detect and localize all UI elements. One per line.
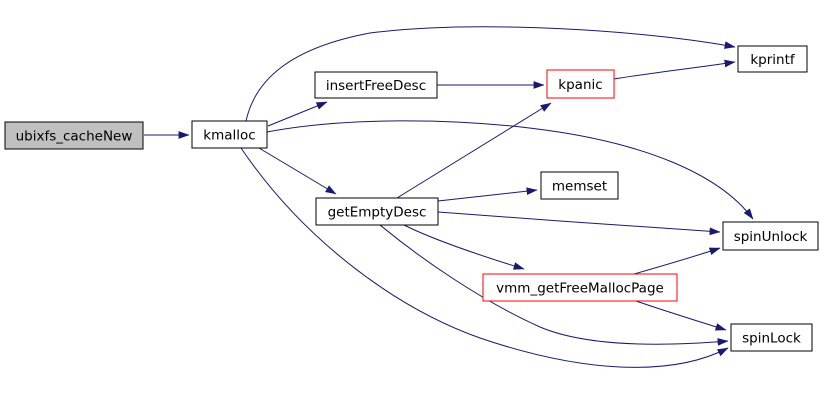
node-insertFreeDesc[interactable]: insertFreeDesc (314, 71, 438, 99)
node-label-spinUnlock: spinUnlock (734, 229, 808, 245)
edge-vmm_getFreeMallocPage-to-spinLock (635, 300, 727, 331)
node-kpanic[interactable]: kpanic (546, 69, 615, 99)
node-label-insertFreeDesc: insertFreeDesc (326, 78, 426, 94)
node-label-ubixfs_cacheNew: ubixfs_cacheNew (16, 129, 133, 145)
edge-layer (144, 26, 754, 368)
node-label-getEmptyDesc: getEmptyDesc (328, 205, 427, 221)
edge-kmalloc-to-spinUnlock (266, 120, 754, 220)
edge-getEmptyDesc-to-vmm_getFreeMallocPage (403, 224, 525, 270)
node-label-vmm_getFreeMallocPage: vmm_getFreeMallocPage (496, 281, 664, 297)
node-box-kprintf[interactable] (737, 45, 808, 73)
node-label-spinLock: spinLock (742, 331, 801, 347)
node-box-vmm_getFreeMallocPage[interactable] (482, 273, 678, 302)
node-box-insertFreeDesc[interactable] (314, 71, 438, 99)
node-box-getEmptyDesc[interactable] (315, 197, 439, 226)
edge-getEmptyDesc-to-memset (437, 187, 538, 202)
edge-vmm_getFreeMallocPage-to-spinUnlock (633, 247, 721, 275)
node-box-kmalloc[interactable] (191, 120, 268, 149)
node-vmm_getFreeMallocPage[interactable]: vmm_getFreeMallocPage (482, 273, 678, 302)
node-box-spinLock[interactable] (730, 323, 813, 352)
edge-kpanic-to-kprintf (613, 59, 736, 80)
edge-kmalloc-to-getEmptyDesc (258, 147, 337, 195)
edge-kmalloc-to-insertFreeDesc (267, 101, 328, 127)
node-layer: ubixfs_cacheNew kmalloc insertFreeDesc kpan… (4, 45, 819, 352)
node-box-kpanic[interactable] (546, 69, 615, 99)
edge-getEmptyDesc-to-spinLock (379, 224, 729, 346)
node-label-kprintf: kprintf (750, 52, 796, 68)
node-kmalloc[interactable]: kmalloc (191, 120, 268, 149)
node-memset[interactable]: memset (540, 171, 619, 200)
node-spinLock[interactable]: spinLock (730, 323, 813, 352)
node-box-spinUnlock[interactable] (722, 221, 819, 251)
node-kprintf[interactable]: kprintf (737, 45, 808, 73)
node-box-ubixfs_cacheNew[interactable] (4, 121, 144, 150)
edge-getEmptyDesc-to-spinUnlock (437, 211, 721, 236)
edge-getEmptyDesc-to-kpanic (396, 102, 552, 199)
node-label-kmalloc: kmalloc (203, 128, 255, 144)
node-label-memset: memset (552, 179, 607, 195)
node-ubixfs_cacheNew[interactable]: ubixfs_cacheNew (4, 121, 144, 150)
node-box-memset[interactable] (540, 171, 619, 200)
edge-kmalloc-to-kprintf (245, 26, 736, 122)
edge-kmalloc-to-spinLock (240, 147, 729, 368)
node-spinUnlock[interactable]: spinUnlock (722, 221, 819, 251)
node-getEmptyDesc[interactable]: getEmptyDesc (315, 197, 439, 226)
node-label-kpanic: kpanic (558, 77, 602, 93)
